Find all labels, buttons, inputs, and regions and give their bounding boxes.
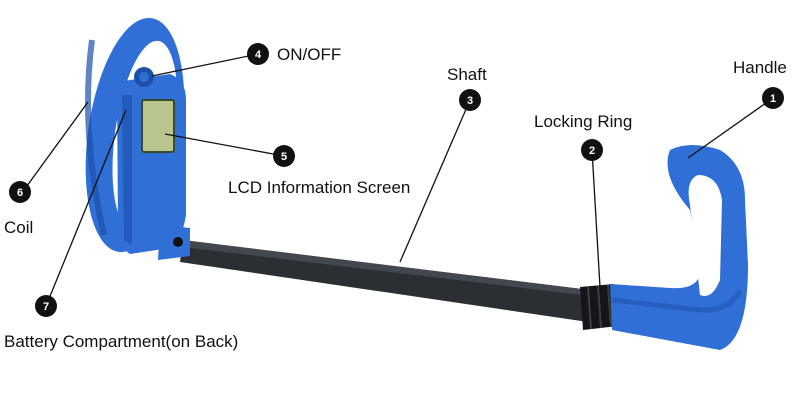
badge-on-off: 4 <box>247 43 269 65</box>
badge-locking-ring: 2 <box>581 139 603 161</box>
svg-text:4: 4 <box>255 49 262 61</box>
leader-shaft <box>399 99 471 263</box>
locking-ring <box>580 284 618 330</box>
badge-coil: 6 <box>9 181 31 203</box>
badge-battery: 7 <box>35 295 57 317</box>
label-shaft: Shaft <box>447 65 487 84</box>
label-handle: Handle <box>733 58 787 77</box>
shaft <box>180 240 590 322</box>
lcd-screen <box>141 99 175 153</box>
svg-text:5: 5 <box>281 151 287 163</box>
badge-lcd: 5 <box>273 145 295 167</box>
label-lcd: LCD Information Screen <box>228 178 410 197</box>
metal-detector-illustration <box>85 17 748 350</box>
leader-battery <box>45 109 127 307</box>
badge-shaft: 3 <box>459 89 481 111</box>
badge-handle: 1 <box>762 87 784 109</box>
svg-text:1: 1 <box>770 93 776 105</box>
leader-locking-ring <box>591 149 601 288</box>
label-on-off: ON/OFF <box>277 45 341 64</box>
svg-text:2: 2 <box>589 145 595 157</box>
label-coil: Coil <box>4 218 33 237</box>
handle <box>610 145 748 350</box>
leader-on-off <box>151 53 259 77</box>
leader-lines <box>23 53 774 307</box>
svg-text:6: 6 <box>17 187 23 199</box>
label-locking-ring: Locking Ring <box>534 112 632 131</box>
label-battery: Battery Compartment(on Back) <box>4 332 238 351</box>
leader-lcd <box>164 133 285 157</box>
svg-text:3: 3 <box>467 95 473 107</box>
leader-coil <box>23 101 89 191</box>
svg-text:7: 7 <box>43 301 49 313</box>
leader-handle <box>687 97 774 159</box>
control-box <box>117 67 190 260</box>
